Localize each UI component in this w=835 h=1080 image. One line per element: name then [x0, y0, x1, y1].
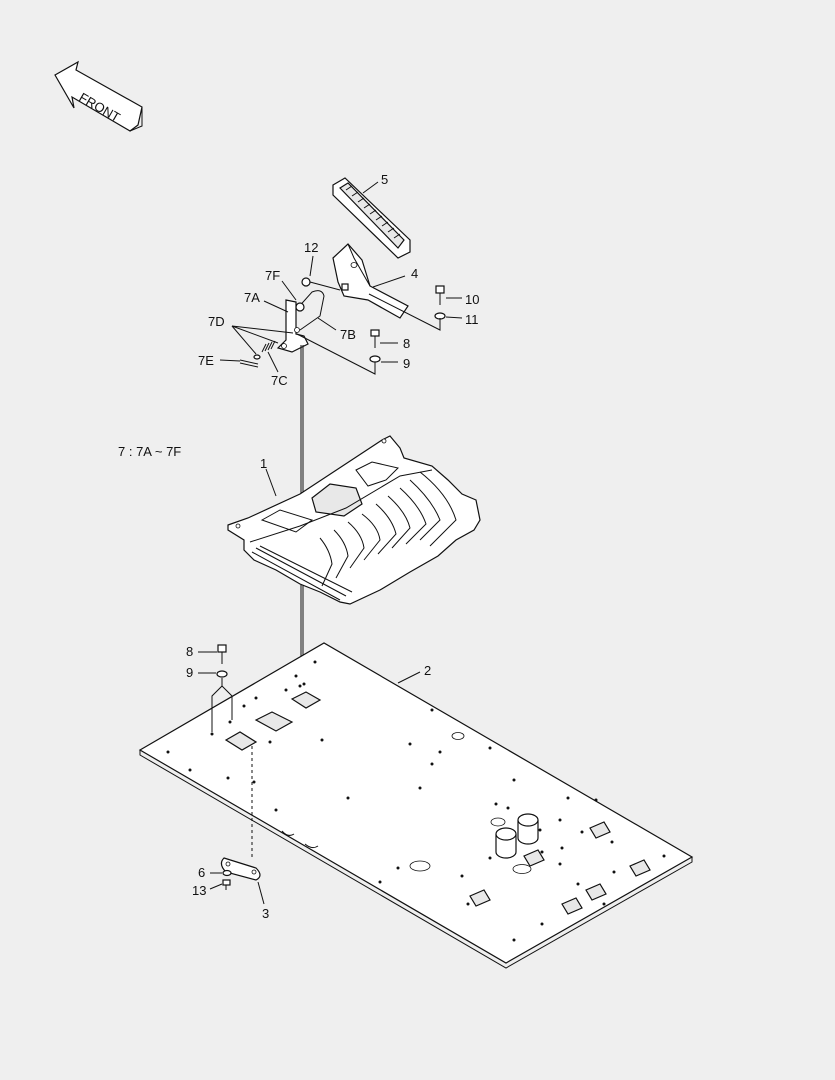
floor-mat-part [227, 435, 481, 605]
washer-part [369, 355, 381, 363]
callout-8-lower: 8 [186, 644, 193, 659]
callout-12: 12 [304, 240, 318, 255]
callout-4: 4 [411, 266, 418, 281]
callout-7d: 7D [208, 314, 225, 329]
callout-7a: 7A [244, 290, 260, 305]
bolt-part [370, 329, 380, 348]
pedal-bracket-part [332, 243, 409, 319]
callout-7b: 7B [340, 327, 356, 342]
nut-part [301, 277, 311, 287]
callout-11: 11 [465, 312, 479, 327]
callout-6: 6 [198, 865, 205, 880]
floor-plate-part [138, 642, 694, 969]
callout-9-lower: 9 [186, 665, 193, 680]
pedal-pad-part [332, 177, 411, 259]
callout-3: 3 [262, 906, 269, 921]
washer-part [222, 869, 232, 877]
bolt-part [435, 285, 445, 305]
callout-5: 5 [381, 172, 388, 187]
strap-plate-part [220, 857, 261, 881]
legend-7: 7 : 7A ~ 7F [118, 444, 181, 459]
callout-7f: 7F [265, 268, 280, 283]
callout-13: 13 [192, 883, 206, 898]
callout-8-upper: 8 [403, 336, 410, 351]
bolt-part [217, 644, 227, 664]
hinge-assembly-part [239, 290, 325, 368]
callout-2: 2 [424, 663, 431, 678]
callout-9-upper: 9 [403, 356, 410, 371]
callout-7e: 7E [198, 353, 214, 368]
callout-1: 1 [260, 456, 267, 471]
callout-10: 10 [465, 292, 479, 307]
washer-part [216, 670, 228, 678]
screw-part [222, 879, 231, 890]
callout-7c: 7C [271, 373, 288, 388]
front-arrow-icon: FRONT [54, 60, 143, 132]
